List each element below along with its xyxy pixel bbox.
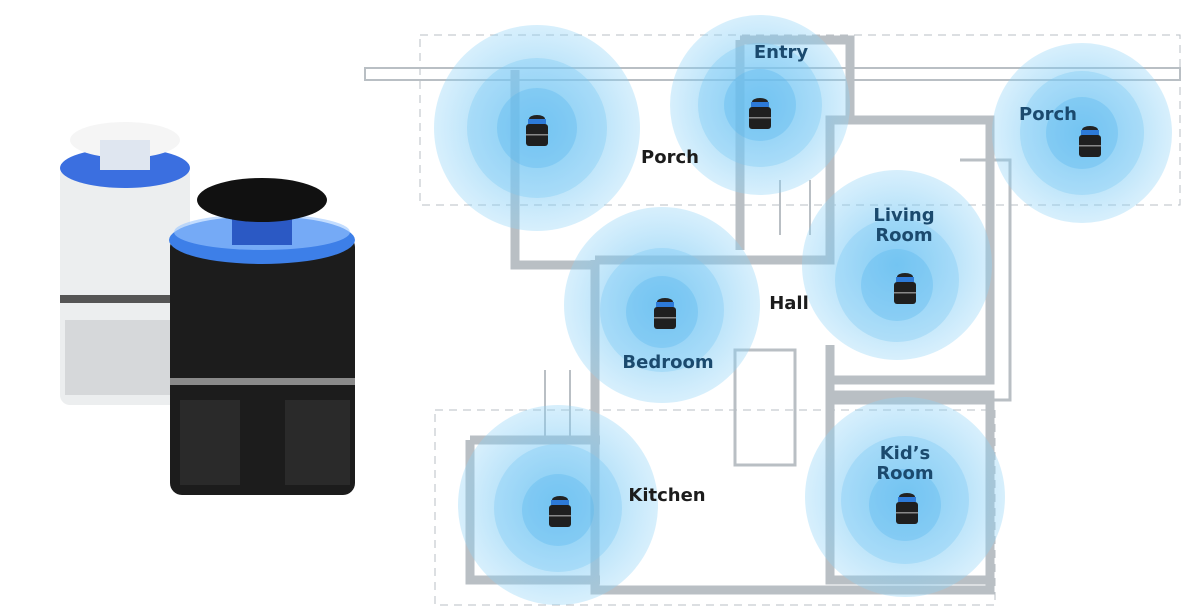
product-image-black-unit <box>169 178 355 495</box>
room-label-kids-room: Kid’s Room <box>876 443 934 484</box>
coverage-zones <box>434 15 1172 605</box>
coverage-zone-living-room <box>802 170 992 360</box>
coverage-zone-kids-room <box>805 397 1005 597</box>
coverage-zone-porch-left <box>434 25 640 231</box>
room-label-entry: Entry <box>753 42 809 63</box>
coverage-zone-porch-right <box>992 43 1172 223</box>
coverage-zone-bedroom <box>564 207 760 403</box>
room-label-kitchen: Kitchen <box>628 485 706 506</box>
product-image-white-unit <box>60 122 190 405</box>
room-label-bedroom: Bedroom <box>622 352 714 373</box>
coverage-zone-kitchen <box>458 405 658 605</box>
room-label-hall: Hall <box>769 293 809 314</box>
coverage-zone-entry <box>670 15 850 195</box>
room-label-porch-left: Porch <box>641 147 699 168</box>
room-label-porch-right: Porch <box>1019 104 1077 125</box>
room-label-living-room: Living Room <box>873 205 935 246</box>
